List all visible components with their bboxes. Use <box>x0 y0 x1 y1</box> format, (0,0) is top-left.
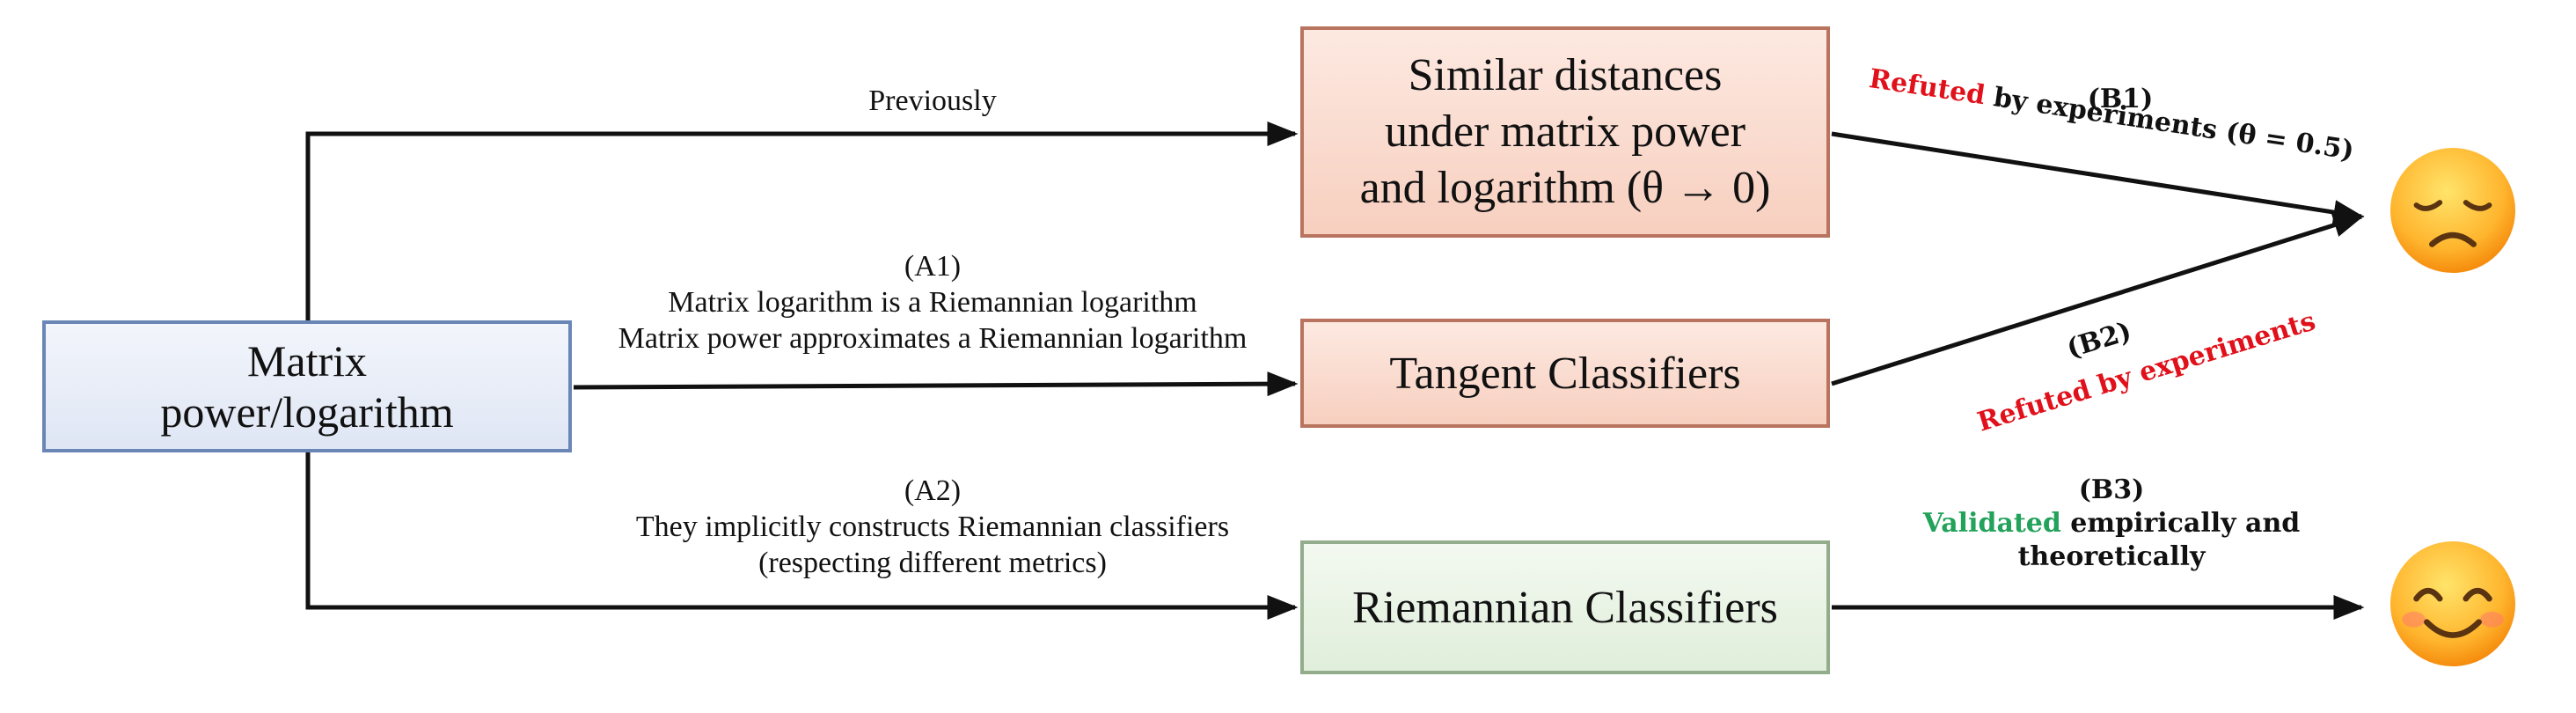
source-box-line1: Matrix <box>246 336 368 386</box>
label-b3: (B3) Validated empirically and theoretic… <box>1900 474 2323 574</box>
riemannian-box-label: Riemannian Classifiers <box>1352 582 1778 633</box>
label-b3-validated: Validated <box>1922 508 2061 539</box>
label-b3-line2: theoretically <box>2017 541 2206 572</box>
label-a1-tag: (A1) <box>904 250 962 283</box>
smiling-face-icon <box>2389 540 2516 667</box>
source-box-line2: power/logarithm <box>160 387 454 437</box>
similar-box-line3: and logarithm (θ → 0) <box>1359 163 1771 213</box>
arrow-a1 <box>573 371 1299 397</box>
arrow-b2 <box>1831 213 2365 386</box>
label-a1: (A1) Matrix logarithm is a Riemannian lo… <box>563 248 1302 356</box>
label-b3-line1: Validated empirically and <box>1900 507 2323 540</box>
similar-box-line2: under matrix power <box>1384 107 1746 157</box>
arrow-previously <box>305 121 1299 320</box>
label-a2-line1: They implicitly constructs Riemannian cl… <box>635 511 1230 543</box>
arrow-b1 <box>1831 131 2365 224</box>
riemannian-classifiers-box: Riemannian Classifiers <box>1300 540 1830 674</box>
label-b3-rest: empirically and <box>2060 508 2301 539</box>
label-b1-tag: (B1) <box>2087 84 2154 114</box>
sad-face-icon <box>2389 147 2516 274</box>
tangent-box-label: Tangent Classifiers <box>1389 348 1741 399</box>
label-a2-tag: (A2) <box>904 474 962 507</box>
label-a2-line2: (respecting different metrics) <box>758 547 1107 579</box>
arrow-a2 <box>305 452 1299 620</box>
label-a1-line1: Matrix logarithm is a Riemannian logarit… <box>668 286 1197 319</box>
similar-box-line1: Similar distances <box>1408 50 1723 100</box>
tangent-classifiers-box: Tangent Classifiers <box>1300 319 1830 428</box>
source-box: Matrix power/logarithm <box>42 320 572 452</box>
label-a2: (A2) They implicitly constructs Riemanni… <box>563 473 1302 581</box>
label-previously: Previously <box>868 85 997 117</box>
label-a1-line2: Matrix power approximates a Riemannian l… <box>618 322 1248 355</box>
similar-distances-box: Similar distances under matrix power and… <box>1300 26 1830 238</box>
label-b3-tag: (B3) <box>2078 474 2145 505</box>
